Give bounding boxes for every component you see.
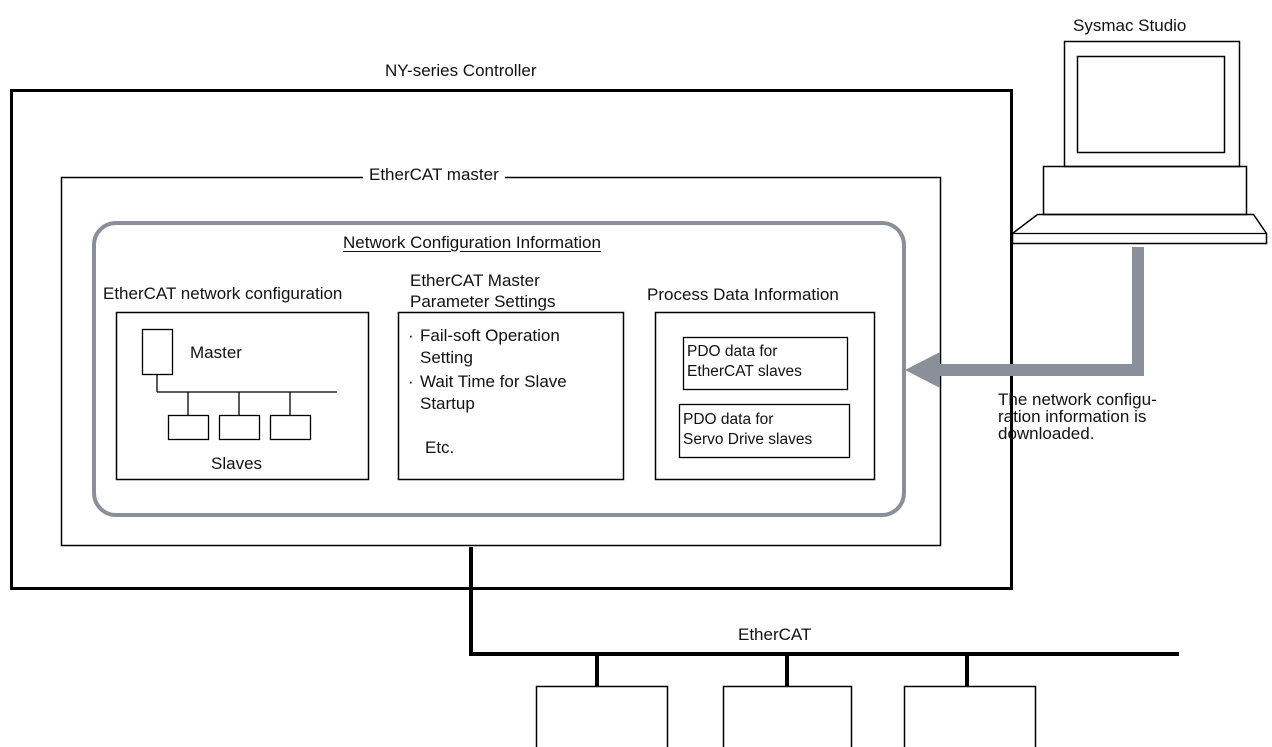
pc-label: Sysmac Studio <box>1073 16 1187 35</box>
topology-slave-node <box>269 414 312 441</box>
param-item-failsoft: Fail-soft Operation Setting <box>420 326 560 367</box>
bullet-icon: · <box>408 326 414 345</box>
pdo-ethercat-label: PDO data for EtherCAT slaves <box>687 343 802 380</box>
pdo-ethercat-box <box>682 336 849 391</box>
download-arrow <box>905 247 1144 388</box>
process-data-box <box>654 311 876 481</box>
network-config-title: EtherCAT network configuration <box>103 284 343 303</box>
ethercat-bus-label: EtherCAT <box>738 625 812 644</box>
controller-box <box>10 89 1013 590</box>
nci-title: Network Configuration Information <box>343 233 601 252</box>
master-label: EtherCAT master <box>363 164 505 185</box>
param-settings-title: EtherCAT Master Parameter Settings <box>410 271 556 311</box>
bullet-icon: · <box>408 372 414 391</box>
param-item-wait-time: Wait Time for Slave Startup <box>420 372 567 413</box>
param-settings-box <box>397 311 625 481</box>
slave-unit <box>535 685 669 747</box>
pdo-servo-label: PDO data for Servo Drive slaves <box>683 411 813 448</box>
controller-label: NY-series Controller <box>385 61 537 80</box>
network-config-box <box>115 311 370 481</box>
param-item-etc: Etc. <box>425 438 455 457</box>
process-data-title: Process Data Information <box>647 285 839 304</box>
topology-slave-node <box>167 414 210 441</box>
computer-icon <box>1011 40 1268 245</box>
slave-unit <box>903 685 1037 747</box>
topology-slave-node <box>218 414 261 441</box>
topology-slaves-label: Slaves <box>211 454 263 473</box>
nci-box <box>92 221 906 517</box>
download-note: The network configu- ration information … <box>998 390 1157 443</box>
slave-unit <box>722 685 853 747</box>
topology-master-node <box>141 328 174 376</box>
topology-master-label: Master <box>190 343 242 362</box>
pdo-servo-box <box>678 403 851 459</box>
